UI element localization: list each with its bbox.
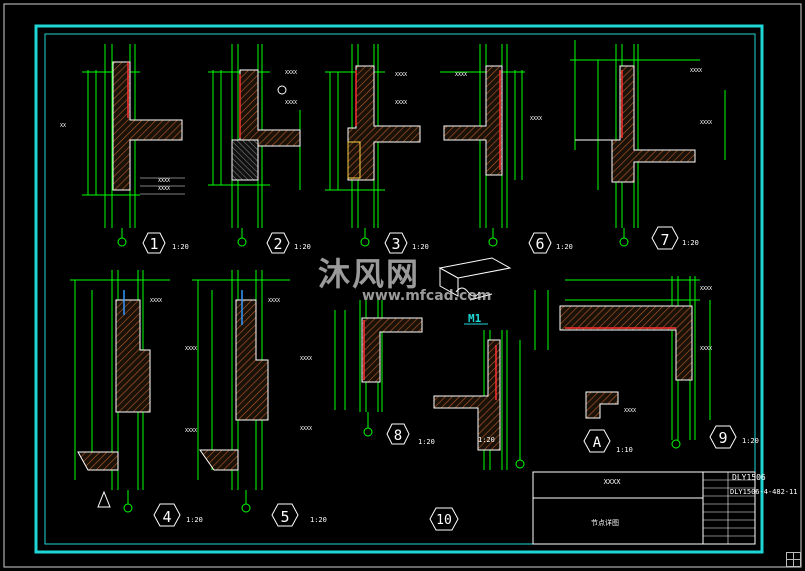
- svg-text:XXXX: XXXX: [185, 346, 197, 352]
- detail-number-5: 5 1:20: [271, 503, 327, 527]
- detail-number-1: 1 1:20: [142, 232, 189, 254]
- scale-label-6: 1:20: [556, 243, 573, 251]
- scale-label-9: 1:20: [742, 437, 759, 445]
- drawing-frame: [34, 24, 764, 554]
- scale-label-7: 1:20: [682, 239, 699, 247]
- svg-text:XXXX: XXXX: [624, 408, 636, 414]
- svg-text:XXXX: XXXX: [285, 70, 297, 76]
- detail-8: [334, 300, 423, 437]
- svg-text:XXXX: XXXX: [185, 428, 197, 434]
- resize-grip-icon[interactable]: [786, 552, 801, 567]
- detail-number-5-text: 5: [280, 508, 289, 526]
- isometric-m1: M1: [438, 257, 512, 325]
- scale-label-5: 1:20: [310, 516, 327, 524]
- detail-number-7-text: 7: [660, 231, 669, 249]
- detail-number-3: 3 1:20: [384, 232, 429, 254]
- scale-label-2: 1:20: [294, 243, 311, 251]
- scale-label-10: 1:20: [478, 436, 495, 444]
- detail-number-2: 2 1:20: [266, 232, 311, 254]
- scale-label-3: 1:20: [412, 243, 429, 251]
- detail-number-2-text: 2: [273, 235, 282, 253]
- scale-label-4: 1:20: [186, 516, 203, 524]
- svg-text:XXXX: XXXX: [300, 426, 312, 432]
- detail-number-6: 6 1:20: [528, 232, 573, 254]
- svg-text:XXXX: XXXX: [700, 346, 712, 352]
- detail-number-8-text: 8: [394, 428, 402, 444]
- svg-text:XXXX: XXXX: [285, 100, 297, 106]
- svg-text:XXXX: XXXX: [700, 286, 712, 292]
- detail-number-8: 8 1:20: [386, 423, 435, 446]
- title-block-project: XXXX: [604, 478, 622, 486]
- scale-label-8: 1:20: [418, 438, 435, 446]
- svg-text:XXXX: XXXX: [455, 72, 467, 78]
- detail-4: XXXX XXXX XXXX: [70, 270, 197, 513]
- detail-number-1-text: 1: [149, 235, 158, 253]
- iso-label: M1: [468, 312, 482, 325]
- svg-text:XXXX: XXXX: [690, 68, 702, 74]
- detail-2: XXXX XXXX: [208, 44, 301, 247]
- svg-text:XXXX: XXXX: [395, 72, 407, 78]
- svg-text:XXXX: XXXX: [150, 298, 162, 304]
- svg-text:XXXX: XXXX: [530, 116, 542, 122]
- detail-number-10: 10: [429, 507, 459, 531]
- detail-7: XXXX XXXX: [570, 40, 726, 247]
- svg-text:XXXX: XXXX: [158, 186, 170, 192]
- svg-text:XXXX: XXXX: [395, 100, 407, 106]
- svg-text:XXXX: XXXX: [158, 178, 170, 184]
- svg-text:XX: XX: [60, 123, 66, 129]
- svg-text:XXXX: XXXX: [300, 356, 312, 362]
- title-block-code-2: DLY1506-4-482-11: [730, 488, 797, 496]
- title-block: XXXX 节点详图 DLY1506 DLY1506-4-482-11: [532, 471, 797, 545]
- outer-border: [3, 3, 802, 568]
- title-block-code-1: DLY1506: [732, 473, 766, 482]
- scale-label-1: 1:20: [172, 243, 189, 251]
- detail-number-9-text: 9: [718, 429, 727, 447]
- detail-number-6-text: 6: [535, 235, 544, 253]
- detail-number-4-text: 4: [162, 508, 171, 526]
- detail-number-7: 7 1:20: [651, 226, 699, 250]
- detail-number-3-text: 3: [391, 235, 400, 253]
- scale-label-a: 1:10: [616, 446, 633, 454]
- inner-frame: [44, 33, 756, 545]
- detail-10: [433, 330, 525, 470]
- detail-a-marker: A 1:10: [583, 429, 633, 454]
- detail-a-text: A: [593, 435, 602, 451]
- detail-5: XXXX XXXX XXXX: [192, 270, 312, 513]
- detail-6: XXXX XXXX: [440, 44, 542, 247]
- detail-9: XXXX XXXX XXXX: [534, 276, 712, 449]
- detail-3: XXXX XXXX: [325, 44, 421, 247]
- detail-number-9: 9 1:20: [709, 425, 759, 449]
- detail-number-10-text: 10: [436, 513, 452, 528]
- detail-number-4: 4 1:20: [153, 503, 203, 527]
- svg-text:XXXX: XXXX: [268, 298, 280, 304]
- title-block-drawing-name: 节点详图: [591, 518, 619, 527]
- svg-text:XXXX: XXXX: [700, 120, 712, 126]
